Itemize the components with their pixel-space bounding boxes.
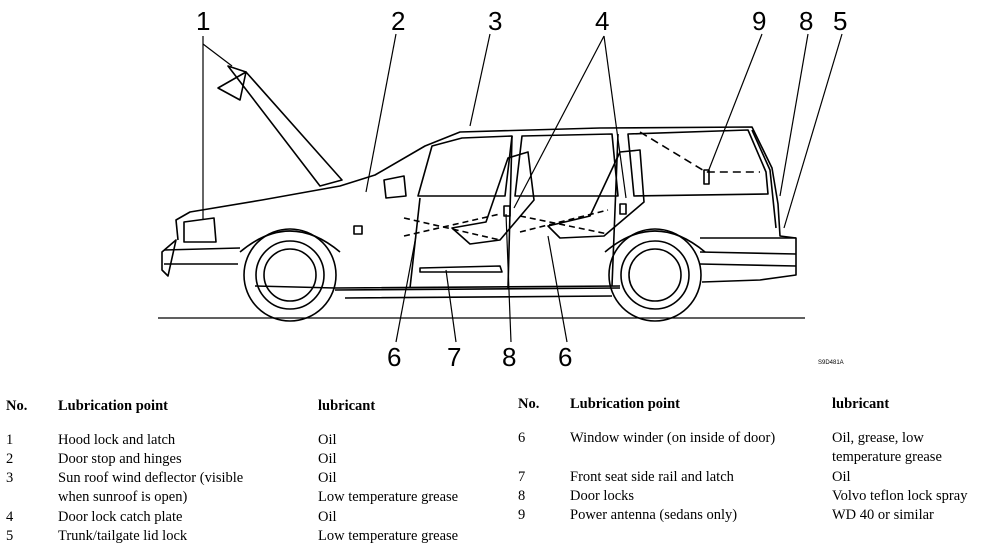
row-point: Hood lock and latch (58, 432, 176, 448)
row-lubricant-cont: temperature grease (832, 449, 942, 465)
row-point: Sun roof wind deflector (visible (58, 470, 244, 486)
row-no: 8 (518, 488, 526, 504)
row-no: 4 (6, 509, 14, 525)
row-point: Door lock catch plate (58, 509, 183, 525)
row-lubricant: Oil (318, 451, 337, 467)
antenna-path (639, 131, 760, 173)
col-point-header: Lubrication point (570, 396, 680, 412)
callout-6-left: 6 (387, 342, 401, 372)
rear-hub (628, 248, 682, 302)
row-point: Power antenna (sedans only) (570, 507, 738, 523)
col-lubricant-header: lubricant (832, 396, 890, 412)
front-rim (255, 240, 325, 310)
row-lubricant: Oil (318, 470, 337, 486)
rear-wheel (608, 228, 702, 322)
row-point: Door locks (570, 488, 635, 504)
callout-6-right: 6 (558, 342, 572, 372)
col-point-header: Lubrication point (58, 398, 168, 414)
drawing-code: S9D481A (818, 360, 844, 366)
lubrication-table-left: No. Lubrication point lubricant 1 Hood l… (0, 397, 500, 557)
row-lubricant: Oil (318, 432, 337, 448)
row-lubricant: Low temperature grease (318, 528, 459, 544)
headlight (183, 217, 217, 243)
hood-latch-detail (217, 71, 247, 101)
door-handle-front (353, 225, 363, 235)
rear-door-window (514, 133, 619, 197)
antenna-unit (703, 169, 710, 185)
open-hood (227, 65, 343, 187)
callout-9: 9 (752, 6, 766, 36)
row-point: Trunk/tailgate lid lock (58, 528, 188, 544)
rocker-panel (334, 287, 621, 299)
row-point-cont: when sunroof is open) (58, 489, 188, 505)
lock-front (503, 205, 511, 217)
row-point: Window winder (on inside of door) (570, 430, 776, 446)
front-wheel-arch (239, 230, 341, 253)
row-lubricant-cont: Low temperature grease (318, 489, 459, 505)
front-wheel (243, 228, 337, 322)
callout-1: 1 (196, 6, 210, 36)
callout-8-bottom: 8 (502, 342, 516, 372)
row-point: Front seat side rail and latch (570, 469, 734, 485)
row-no: 9 (518, 507, 526, 523)
col-lubricant-header: lubricant (318, 398, 376, 414)
front-bumper (163, 247, 241, 265)
rear-seat (547, 149, 645, 239)
callout-7: 7 (447, 342, 461, 372)
row-no: 3 (6, 470, 14, 486)
rear-wheel-arch (604, 230, 706, 253)
row-lubricant: Volvo teflon lock spray (832, 488, 968, 504)
callout-8-top: 8 (799, 6, 813, 36)
row-point: Door stop and hinges (58, 451, 182, 467)
lubrication-table-right: No. Lubrication point lubricant 6 Window… (516, 395, 1006, 555)
row-no: 5 (6, 528, 14, 544)
leader-lines (202, 33, 843, 343)
row-no: 7 (518, 469, 526, 485)
tailgate-edge (751, 129, 777, 229)
col-no-header: No. (518, 396, 540, 412)
rear-bumper (699, 237, 797, 267)
front-hub (263, 248, 317, 302)
row-no: 6 (518, 430, 526, 446)
lock-rear (619, 203, 627, 215)
callout-3: 3 (488, 6, 502, 36)
seat-rail (419, 265, 503, 273)
cargo-window (627, 129, 769, 197)
front-seat (451, 151, 535, 245)
row-lubricant: Oil (832, 469, 851, 485)
front-window (417, 135, 513, 197)
callout-2: 2 (391, 6, 405, 36)
callout-5: 5 (833, 6, 847, 36)
col-no-header: No. (6, 398, 28, 414)
row-no: 2 (6, 451, 14, 467)
car-body (161, 126, 797, 289)
row-lubricant: WD 40 or similar (832, 507, 934, 523)
rear-rim (620, 240, 690, 310)
row-no: 1 (6, 432, 14, 448)
door-seams (409, 133, 619, 289)
side-mirror (383, 175, 407, 199)
row-lubricant: Oil, grease, low (832, 430, 924, 446)
callout-4: 4 (595, 6, 609, 36)
car-lubrication-diagram: 1 2 3 4 9 8 5 6 7 8 6 S9D481A (158, 6, 847, 372)
row-lubricant: Oil (318, 509, 337, 525)
